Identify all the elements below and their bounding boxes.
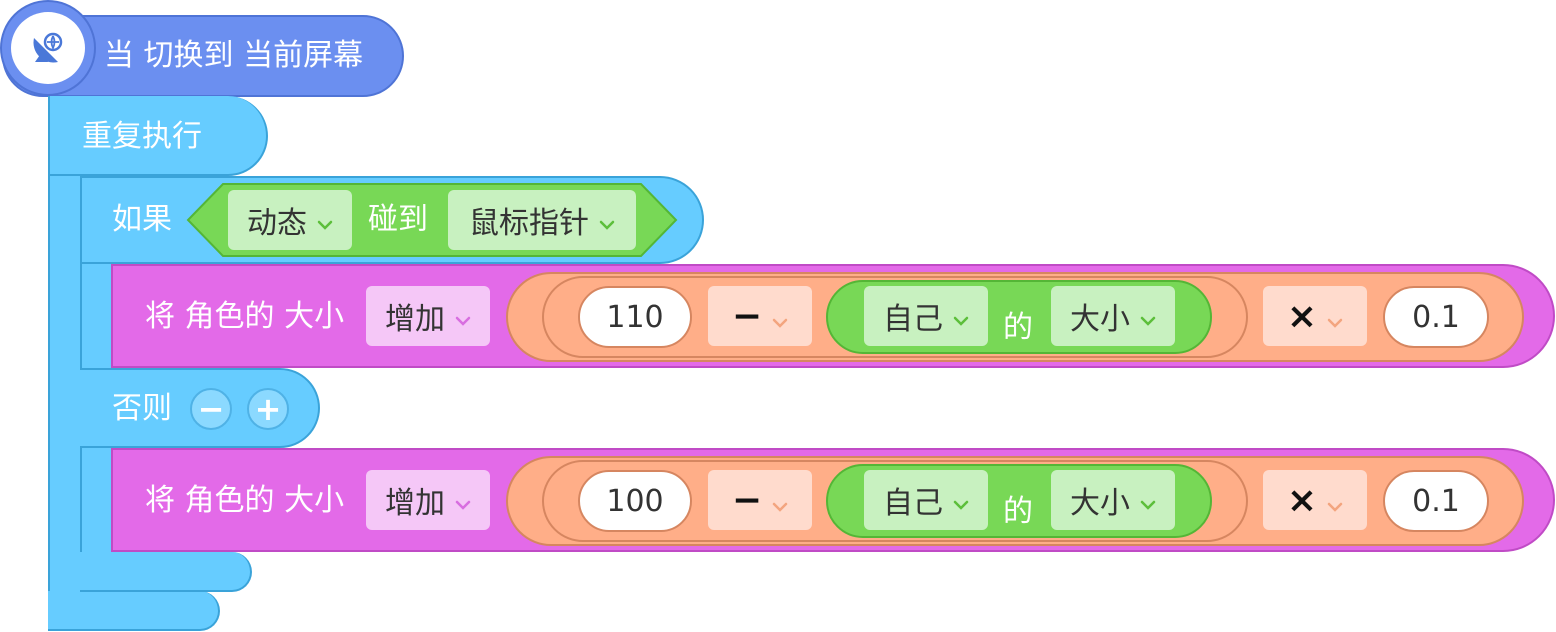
forever-label: 重复执行 <box>82 119 202 154</box>
chevron-down-icon <box>953 483 969 518</box>
sprite-dropdown[interactable]: 动态 <box>228 190 352 250</box>
property-dropdown-value: 大小 <box>1070 486 1130 521</box>
number-input-value: 100 <box>606 483 664 519</box>
forever-block-bottom[interactable] <box>48 591 220 631</box>
remove-branch-button[interactable]: − <box>190 388 232 430</box>
chevron-down-icon <box>1140 483 1156 518</box>
property-dropdown[interactable]: 大小 <box>1051 286 1175 346</box>
of-label: 的 <box>1003 494 1033 529</box>
statement-prefix: 将 角色的 大小 <box>145 483 345 518</box>
touching-label: 碰到 <box>368 202 428 237</box>
number-input[interactable]: 100 <box>578 470 692 532</box>
action-dropdown[interactable]: 增加 <box>366 286 490 346</box>
property-dropdown-value: 大小 <box>1070 302 1130 337</box>
action-dropdown-value: 增加 <box>385 486 445 521</box>
number-input[interactable]: 0.1 <box>1383 470 1489 532</box>
sprite-dropdown-value: 动态 <box>247 206 307 241</box>
multiply-operator-icon: × <box>1286 295 1318 337</box>
else-label: 否则 <box>112 391 172 426</box>
number-input[interactable]: 0.1 <box>1383 286 1489 348</box>
object-dropdown-value: 自己 <box>883 486 943 521</box>
minus-icon: − <box>197 390 225 428</box>
chevron-down-icon <box>953 299 969 334</box>
chevron-down-icon <box>599 203 615 238</box>
property-dropdown[interactable]: 大小 <box>1051 470 1175 530</box>
chevron-down-icon <box>1327 480 1343 521</box>
chevron-down-icon <box>1327 296 1343 337</box>
operator-dropdown[interactable]: − <box>708 470 812 530</box>
number-input[interactable]: 110 <box>578 286 692 348</box>
satellite-dish-icon <box>11 12 85 84</box>
chevron-down-icon <box>1140 299 1156 334</box>
of-label: 的 <box>1003 310 1033 345</box>
forever-block[interactable] <box>48 96 268 176</box>
object-dropdown[interactable]: 自己 <box>864 470 988 530</box>
operator-dropdown[interactable]: − <box>708 286 812 346</box>
plus-icon: + <box>254 390 282 428</box>
action-dropdown-value: 增加 <box>385 302 445 337</box>
forever-block-arm[interactable] <box>48 96 80 631</box>
multiply-operator-icon: × <box>1286 479 1318 521</box>
action-dropdown[interactable]: 增加 <box>366 470 490 530</box>
touch-target-value: 鼠标指针 <box>469 206 589 241</box>
number-input-value: 0.1 <box>1412 299 1460 335</box>
number-input-value: 0.1 <box>1412 483 1460 519</box>
if-else-block-bottom[interactable] <box>80 552 252 592</box>
minus-operator-icon: − <box>731 479 763 521</box>
minus-operator-icon: − <box>731 295 763 337</box>
if-label: 如果 <box>112 202 172 237</box>
number-input-value: 110 <box>606 299 664 335</box>
chevron-down-icon <box>455 483 471 518</box>
chevron-down-icon <box>317 203 333 238</box>
touch-target-dropdown[interactable]: 鼠标指针 <box>448 190 636 250</box>
statement-prefix: 将 角色的 大小 <box>145 299 345 334</box>
add-branch-button[interactable]: + <box>247 388 289 430</box>
object-dropdown-value: 自己 <box>883 302 943 337</box>
event-hat-label: 当 切换到 当前屏幕 <box>104 38 364 73</box>
chevron-down-icon <box>772 296 788 337</box>
chevron-down-icon <box>772 480 788 521</box>
object-dropdown[interactable]: 自己 <box>864 286 988 346</box>
chevron-down-icon <box>455 299 471 334</box>
operator-dropdown[interactable]: × <box>1263 470 1367 530</box>
operator-dropdown[interactable]: × <box>1263 286 1367 346</box>
